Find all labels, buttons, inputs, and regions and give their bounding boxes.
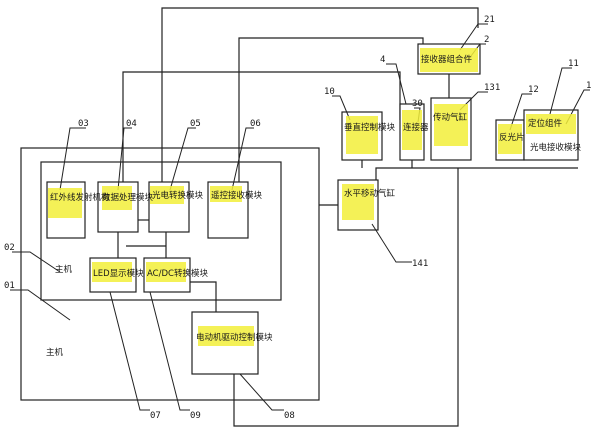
ref-2: 2 — [484, 35, 489, 45]
leader-07 — [109, 291, 150, 411]
highlight-10 — [346, 116, 378, 154]
leader-08 — [239, 373, 284, 411]
wire-base-line — [375, 167, 578, 180]
highlight-131 — [434, 104, 468, 146]
highlight-21 — [420, 48, 478, 72]
ref-12: 12 — [528, 85, 539, 95]
ref-30: 30 — [412, 99, 423, 109]
ref-21: 21 — [484, 15, 495, 25]
ref-02: 02 — [4, 243, 15, 253]
connector-label: 连接器 — [403, 122, 429, 133]
leader-05 — [169, 127, 196, 191]
motor-drive-label: 电动机驱动控制模块 — [196, 332, 273, 343]
reflector-label: 反光片 — [499, 132, 525, 143]
highlight-06 — [210, 186, 242, 202]
vertical-module-label: 垂直控制模块 — [344, 122, 396, 133]
highlight-30 — [402, 110, 422, 150]
leader-09 — [149, 291, 190, 411]
wire-acdc-motor — [190, 281, 217, 312]
data-processing-label: 数据处理模块 — [102, 192, 154, 203]
remote-control-label: 遥控接收模块 — [211, 190, 263, 201]
highlight-12 — [498, 124, 522, 154]
ref-03: 03 — [78, 119, 89, 129]
ref-141: 141 — [412, 259, 428, 269]
infrared-emitter-label: 红外线发射机构 — [50, 192, 110, 203]
leader-04 — [117, 127, 132, 191]
ref-10: 10 — [324, 87, 335, 97]
host-outer-label: 主机 — [46, 347, 64, 358]
ref-11: 11 — [568, 59, 579, 69]
ref-4: 4 — [380, 55, 385, 65]
highlight-08 — [198, 326, 254, 346]
highlight-05 — [150, 186, 184, 204]
highlight-07 — [92, 262, 132, 282]
ref-07: 07 — [150, 411, 161, 421]
highlight-09 — [146, 262, 186, 282]
ref-131: 131 — [484, 83, 500, 93]
leader-03 — [59, 127, 86, 191]
highlight-04 — [102, 186, 132, 210]
ref-04: 04 — [126, 119, 137, 129]
ref-05: 05 — [190, 119, 201, 129]
photoelectric-label: 光电转换模块 — [152, 190, 204, 201]
ref-09: 09 — [190, 411, 201, 421]
cylinder-label: 传动气缸 — [433, 112, 468, 123]
highlight-03 — [48, 188, 82, 218]
ref-06: 06 — [250, 119, 261, 129]
ref-08: 08 — [284, 411, 295, 421]
wire-data-top — [122, 71, 401, 182]
led-display-label: LED显示模块 — [93, 268, 144, 279]
leader-06 — [231, 127, 254, 191]
ref-01: 01 — [4, 281, 15, 291]
ref-1: 1 — [586, 81, 591, 91]
highlight-141 — [342, 184, 374, 220]
leader-01 — [10, 289, 71, 321]
highlight-11 — [526, 114, 576, 134]
sensor-label: 光电接收模块 — [530, 142, 582, 153]
leader-1 — [565, 89, 590, 125]
leader-141 — [371, 223, 412, 263]
wire-photo-top — [161, 7, 479, 182]
leader-02 — [12, 251, 61, 273]
receiver-group-label: 接收器组合件 — [421, 54, 473, 65]
leader-12 — [509, 93, 532, 131]
leader-11 — [549, 67, 572, 115]
host-inner-label: 主机 — [55, 264, 73, 275]
acdc-label: AC/DC转换模块 — [147, 268, 208, 279]
wire-motor-bottom — [233, 168, 459, 427]
leader-10 — [332, 95, 351, 121]
leader-4 — [386, 63, 407, 105]
leader-21 — [459, 23, 488, 51]
horizontal-cylinder-label: 水平移动气缸 — [344, 188, 396, 199]
locate-label: 定位组件 — [528, 118, 563, 129]
